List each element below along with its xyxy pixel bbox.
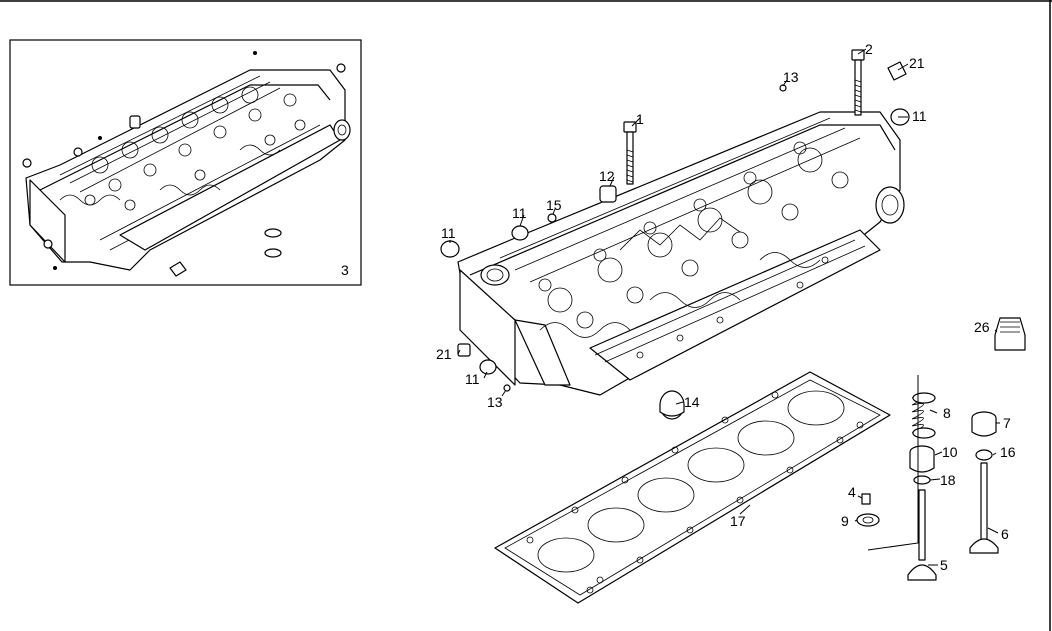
callout-21-left: 21 [436, 346, 452, 362]
callout-13-bottom: 13 [487, 394, 503, 410]
valve-6 [969, 462, 999, 554]
seal-11-lower [479, 359, 497, 375]
callout-15: 15 [546, 197, 562, 213]
valve-5 [907, 489, 937, 581]
callout-11-lower: 11 [465, 371, 480, 387]
plug-21-left [457, 343, 471, 357]
valve-spring-8 [911, 392, 936, 439]
callout-2: 2 [865, 41, 873, 57]
dowel-13-bottom [503, 384, 511, 392]
valve-group-bracket [867, 375, 919, 551]
assembly-inset: 3 [9, 39, 362, 286]
head-gasket [494, 371, 891, 604]
callout-11-left: 11 [441, 225, 456, 241]
callout-21-right: 21 [909, 55, 925, 71]
callout-13-top: 13 [783, 69, 799, 85]
callout-16: 16 [1000, 444, 1016, 460]
callout-4: 4 [848, 484, 856, 500]
part-26 [994, 317, 1026, 351]
seal-11-left [440, 240, 460, 258]
leader-lines [449, 48, 1000, 566]
plug-21-right [887, 61, 907, 81]
callout-14: 14 [684, 394, 700, 410]
seal-11-mid [511, 225, 529, 241]
bolt-2 [851, 49, 865, 116]
key-4 [861, 493, 871, 505]
dowel-13-top [779, 84, 787, 92]
spring-cap-10 [909, 445, 935, 473]
seal-16 [975, 449, 993, 461]
retainer-9 [856, 513, 880, 527]
plug-14 [659, 390, 685, 420]
inset-reference-number: 3 [341, 262, 349, 278]
callout-5: 5 [940, 557, 948, 573]
callout-12: 12 [599, 168, 615, 184]
rotator-7 [971, 411, 997, 437]
callout-18: 18 [940, 472, 956, 488]
callout-1: 1 [636, 111, 644, 127]
plug-12 [599, 185, 617, 203]
callout-9: 9 [841, 513, 849, 529]
callout-7: 7 [1003, 415, 1011, 431]
bolt-1 [623, 121, 637, 185]
callout-8: 8 [943, 405, 951, 421]
callout-26: 26 [974, 319, 990, 335]
callout-17: 17 [730, 513, 746, 529]
callout-11-right: 11 [912, 108, 927, 124]
callout-11-mid: 11 [512, 205, 527, 221]
cylinder-head [457, 111, 905, 396]
ring-15 [547, 213, 557, 223]
callout-10: 10 [942, 444, 958, 460]
seal-18 [913, 475, 931, 485]
callout-6: 6 [1001, 526, 1009, 542]
